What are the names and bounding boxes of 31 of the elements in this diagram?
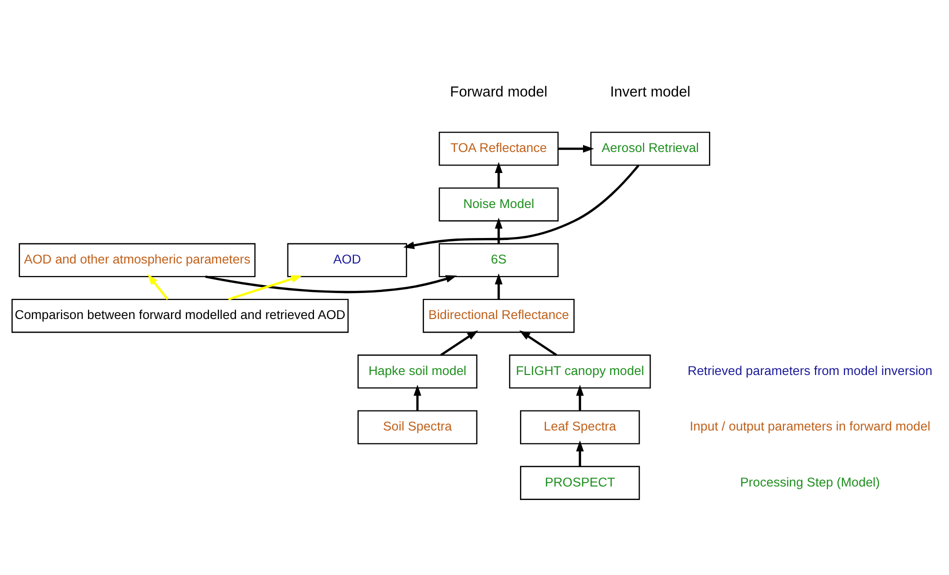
arrow: [205, 274, 457, 293]
arrow: [558, 144, 594, 152]
arrow: [440, 330, 478, 356]
node-box: 6S: [438, 242, 559, 277]
node-box: PROSPECT: [520, 465, 640, 500]
legend-label: Retrieved parameters from model inversion: [688, 362, 932, 378]
arrow: [576, 440, 584, 466]
node-box: FLIGHT canopy model: [509, 354, 651, 388]
arrow: [494, 217, 503, 244]
label: Invert model: [610, 84, 690, 100]
legend-label: Processing Step (Model): [740, 474, 880, 489]
arrow: [403, 164, 640, 249]
arrow: [576, 384, 584, 410]
arrow: [228, 274, 302, 300]
node-box: AOD and other atmospheric parameters: [18, 242, 256, 277]
node-box: TOA Reflectance: [438, 131, 559, 166]
node-box: AOD: [287, 242, 408, 277]
node-box: Leaf Spectra: [520, 410, 640, 444]
arrow: [414, 384, 422, 410]
node-box: Hapke soil model: [358, 354, 478, 388]
node-box: Soil Spectra: [358, 410, 478, 444]
arrow: [494, 272, 503, 299]
label: Forward model: [450, 84, 548, 100]
arrow: [148, 274, 169, 300]
node-box: Comparison between forward modelled and retrieved AOD: [12, 298, 349, 332]
node-box: Noise Model: [438, 186, 559, 221]
node-box: Aerosol Retrieval: [590, 131, 710, 166]
node-box: Bidirectional Reflectance: [422, 298, 575, 332]
arrow: [519, 330, 558, 356]
legend-label: Input / output parameters in forward model: [690, 418, 930, 434]
arrow: [494, 161, 503, 188]
